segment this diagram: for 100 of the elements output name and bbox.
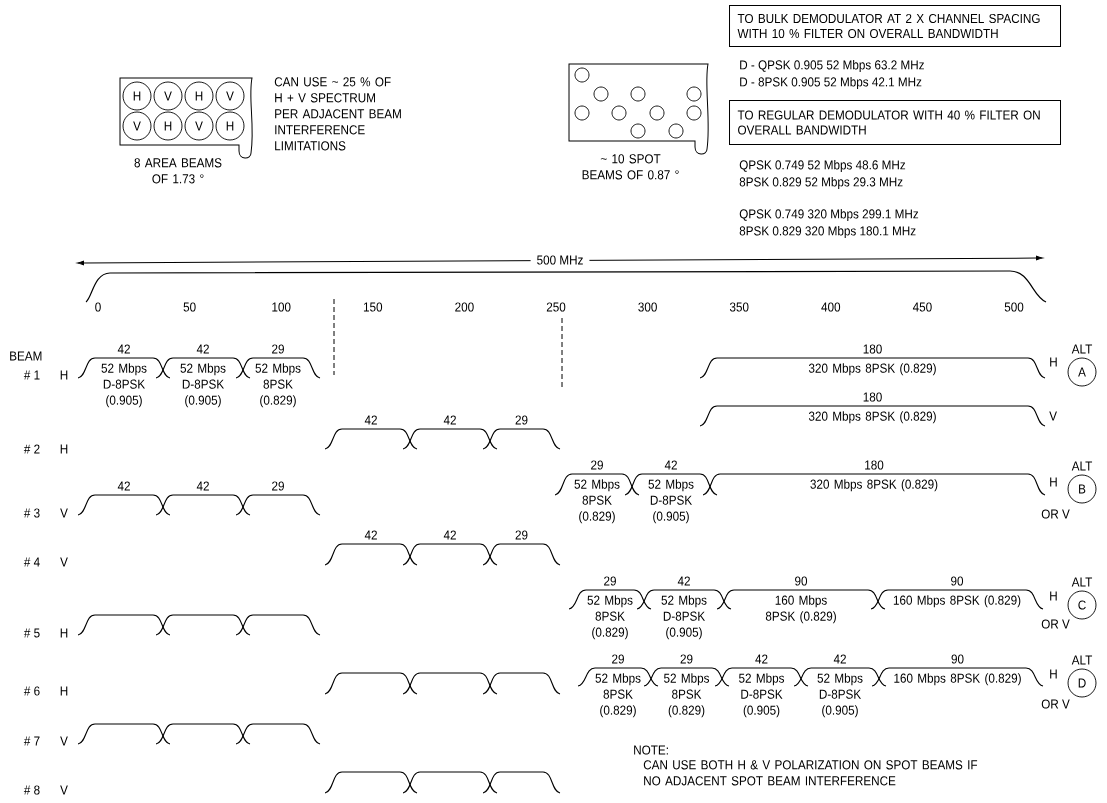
beam-number: # 2 — [23, 444, 40, 454]
polarization-label: H — [60, 686, 68, 696]
beam-circle — [686, 86, 702, 102]
beam-circle — [630, 86, 646, 102]
channel-hump — [235, 723, 321, 745]
beam-circle — [574, 105, 590, 121]
spec-line: 8PSK 0.829 52 Mbps 29.3 MHz — [739, 176, 903, 190]
channel-label: 320 Mbps 8PSK (0.829) — [810, 479, 938, 492]
text-box: TO BULK DEMODULATOR AT 2 X CHANNEL SPACING WITH 10 % FILTER ON OVERALL BANDWIDTH — [729, 5, 1061, 47]
polarization-label: V — [1049, 411, 1057, 421]
bandwidth-label: 42 — [677, 576, 690, 586]
tick-label: 400 — [821, 302, 841, 312]
beam-circle — [668, 123, 684, 139]
tick-label: 300 — [638, 302, 657, 312]
tick-label: 500 — [1004, 302, 1024, 312]
bandwidth-label: 42 — [443, 530, 456, 540]
polarization-label: H — [1050, 477, 1057, 487]
channel-label: 52 Mbps D-8PSK (0.905) — [817, 673, 863, 718]
channel-label: 160 Mbps 8PSK (0.829) — [894, 673, 1021, 686]
tick-label: 450 — [912, 302, 932, 312]
note-heading: NOTE: — [634, 745, 668, 755]
bandwidth-label: 42 — [196, 481, 209, 491]
alt-label: ALT — [1071, 655, 1093, 665]
channel-label: 52 Mbps 8PSK (0.829) — [574, 479, 620, 524]
map-caption: ~ 10 SPOT BEAMS OF 0.87 ° — [582, 154, 679, 180]
spec-line: D - 8PSK 0.905 52 Mbps 42.1 MHz — [740, 76, 922, 90]
channel-hump — [324, 672, 418, 695]
bandwidth-label: 180 — [865, 460, 884, 470]
bandwidth-label: 29 — [680, 654, 693, 664]
row-heading: BEAM — [10, 351, 42, 361]
note-text: CAN USE ~ 25 % OF H + V SPECTRUM PER ADJACENT BEAM INTERFERENCE LIMITATIONS — [274, 77, 401, 151]
channel-hump — [235, 614, 321, 636]
bandwidth-label: 180 — [863, 392, 882, 402]
bandwidth-label: 29 — [591, 460, 603, 470]
bandwidth-label: 29 — [515, 530, 528, 540]
polarization-label: H — [1050, 357, 1057, 367]
bandwidth-label: 42 — [833, 654, 846, 664]
channel-label: 52 Mbps 8PSK (0.829) — [664, 673, 710, 718]
dimension-label: 500 MHz — [530, 254, 590, 266]
beam-circle — [593, 86, 609, 102]
tick-label: 0 — [95, 302, 101, 312]
beam-number: # 3 — [23, 508, 40, 518]
polarization-label: OR V — [1041, 699, 1070, 709]
beam-circle — [630, 123, 646, 139]
channel-label: 160 Mbps 8PSK (0.829) — [893, 595, 1021, 608]
polarization-label: V — [60, 508, 68, 518]
beam-number: # 4 — [23, 557, 40, 567]
channel-hump — [402, 672, 498, 695]
channel-hump — [402, 771, 498, 794]
polarization-label: OR V — [1041, 619, 1070, 629]
tick-label: 150 — [363, 302, 383, 312]
channel-label: 52 Mbps 8PSK (0.829) — [587, 595, 633, 640]
channel-label: 320 Mbps 8PSK (0.829) — [808, 411, 936, 424]
polarization-label: H — [1050, 669, 1057, 679]
polarization-label: H — [60, 444, 68, 454]
channel-label: 52 Mbps D-8PSK (0.905) — [739, 673, 785, 718]
alt-label: ALT — [1071, 577, 1093, 587]
channel-label: 52 Mbps 8PSK (0.829) — [595, 673, 641, 718]
channel-hump — [77, 614, 171, 636]
bandwidth-label: 42 — [664, 460, 677, 470]
beam-circle — [686, 105, 702, 121]
bandwidth-label: 42 — [364, 530, 377, 540]
tick-label: 350 — [729, 302, 749, 312]
bandwidth-label: 42 — [443, 415, 456, 425]
bandwidth-label: 90 — [795, 576, 808, 586]
channel-hump — [482, 672, 561, 695]
bandwidth-label: 29 — [272, 344, 284, 354]
beam-circle — [649, 105, 665, 121]
bandwidth-label: 90 — [951, 576, 964, 586]
spec-line: D - QPSK 0.905 52 Mbps 63.2 MHz — [740, 59, 924, 73]
beam-number: # 5 — [23, 628, 40, 638]
channel-hump — [482, 771, 561, 794]
bandwidth-label: 29 — [515, 415, 528, 425]
channel-label: 52 Mbps D-8PSK (0.905) — [101, 363, 147, 408]
polarization-label: V — [60, 557, 68, 567]
alt-label: ALT — [1071, 461, 1093, 471]
bandwidth-label: 29 — [612, 654, 624, 664]
map-caption: 8 AREA BEAMS OF 1.73 ° — [134, 158, 222, 184]
polarization-label: V — [60, 785, 68, 795]
bandwidth-label: 42 — [755, 654, 768, 664]
polarization-label: H — [60, 628, 68, 638]
bandwidth-label: 29 — [272, 481, 284, 491]
tick-label: 100 — [272, 302, 291, 312]
channel-hump — [155, 614, 251, 636]
beam-circle — [611, 105, 627, 121]
tick-label: 250 — [546, 302, 566, 312]
channel-label: 320 Mbps 8PSK (0.829) — [808, 363, 936, 376]
channel-label: 52 Mbps 8PSK (0.829) — [255, 363, 301, 408]
alt-label: ALT — [1071, 344, 1093, 354]
channel-hump — [324, 771, 418, 794]
bandwidth-label: 42 — [196, 344, 209, 354]
bandwidth-label: 42 — [364, 415, 377, 425]
spec-line: 8PSK 0.829 320 Mbps 180.1 MHz — [739, 225, 916, 239]
polarization-label: OR V — [1041, 509, 1070, 519]
bandwidth-label: 180 — [863, 344, 882, 354]
beam-number: # 7 — [23, 736, 40, 746]
note-text: CAN USE BOTH H & V POLARIZATION ON SPOT BEAMS IF NO ADJACENT SPOT BEAM INTERFERENCE — [643, 760, 978, 786]
bandwidth-label: 90 — [951, 654, 964, 664]
tick-label: 200 — [455, 302, 474, 312]
channel-hump — [77, 723, 171, 745]
